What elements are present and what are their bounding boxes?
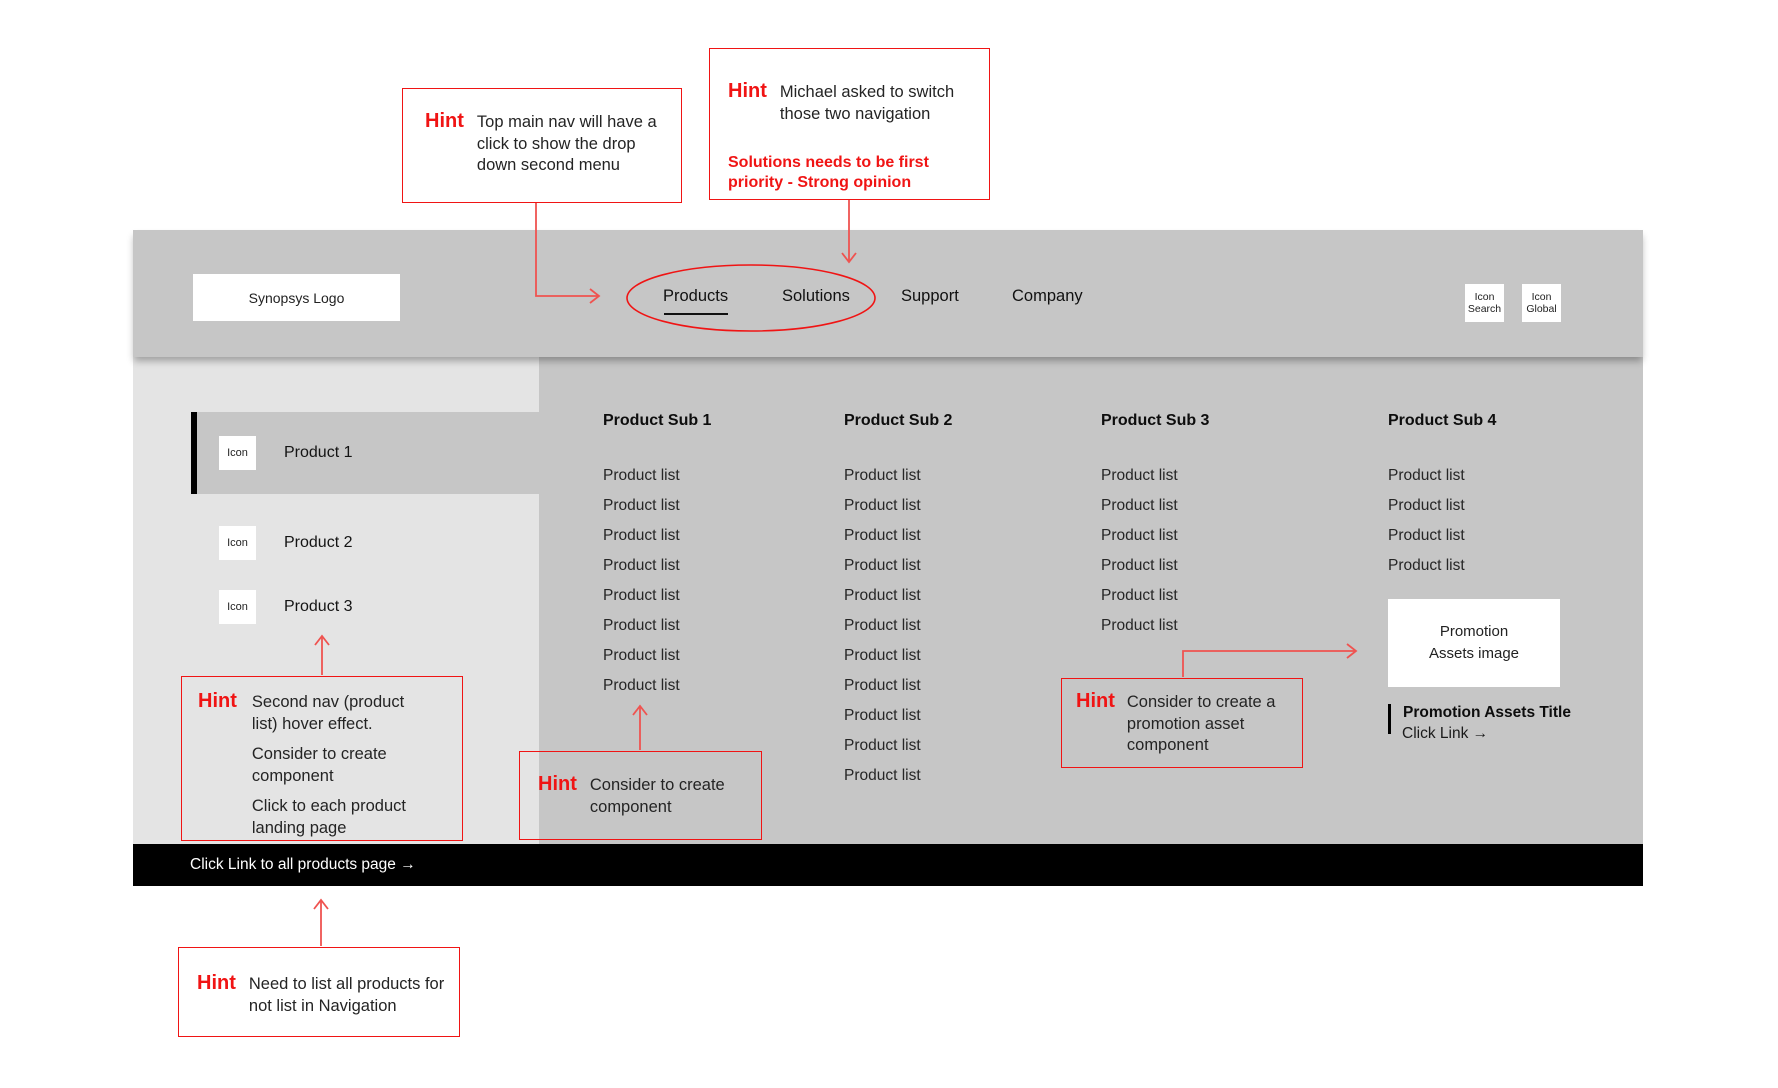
icon-label: Icon [1474,290,1495,303]
product-list-link[interactable]: Product list [844,707,921,724]
site-header: Synopsys Logo Products Solutions Support Co… [133,230,1643,357]
product-list-link[interactable]: Product list [844,527,921,544]
sidebar-item-product-1[interactable]: Icon Product 1 [191,412,539,494]
product-list-link[interactable]: Product list [844,677,921,694]
product-list-link[interactable]: Product list [1101,527,1178,544]
all-products-bar: Click Link to all products page → [133,844,1643,886]
icon-label: Icon [1531,290,1552,303]
hint-label: Hint [1076,690,1115,712]
product-list-link[interactable]: Product list [844,617,921,634]
sidebar-item-label: Product 1 [284,444,353,461]
hint-text: Second nav (product list) hover effect.C… [251,693,406,837]
all-products-link[interactable]: Click Link to all products page → [190,856,416,873]
product-list-link[interactable]: Product list [844,497,921,514]
icon-label: Global [1526,303,1557,315]
product-list-link[interactable]: Product list [844,737,921,754]
product-list-link[interactable]: Product list [1388,557,1465,574]
product-list-link[interactable]: Product list [1101,467,1178,484]
product-icon: Icon [219,526,256,560]
product-list-link[interactable]: Product list [1101,497,1178,514]
products-active-underline [664,313,728,315]
sidebar-item-label: Product 3 [284,598,353,615]
column-title: Product Sub 3 [1101,412,1210,429]
hint-label: Hint [425,110,464,132]
nav-item-support[interactable]: Support [901,287,959,305]
nav-item-solutions[interactable]: Solutions [782,287,850,305]
product-list-link[interactable]: Product list [844,467,921,484]
hint-label: Hint [728,80,767,102]
product-list-link[interactable]: Product list [1101,617,1178,634]
product-list-link[interactable]: Product list [603,557,680,574]
hint-box-switch-nav: Hint Michael asked to switch those two na… [709,48,990,200]
product-list-link[interactable]: Product list [1388,467,1465,484]
product-list-link[interactable]: Product list [603,467,680,484]
product-list-link[interactable]: Product list [603,617,680,634]
product-list-link[interactable]: Product list [603,587,680,604]
hint-label: Hint [197,972,236,994]
sidebar-item-product-3[interactable]: Icon Product 3 [191,590,539,624]
promotion-assets-title: Promotion Assets Title [1403,704,1571,721]
product-list-link[interactable]: Product list [1388,497,1465,514]
hint-box-top-nav: Hint Top main nav will have a click to sh… [402,88,682,203]
hint-box-create-component: Hint Consider to create component [519,751,762,840]
arrow-hint6-head [313,898,329,910]
promotion-assets-image-label: Promotion Assets image [1428,623,1520,662]
sidebar-item-label: Product 2 [284,534,353,551]
product-list-link[interactable]: Product list [1101,587,1178,604]
product-list-link[interactable]: Product list [844,647,921,664]
product-list-link[interactable]: Product list [603,527,680,544]
hint-text: Consider to create a promotion asset com… [1126,693,1276,754]
icon-label: Search [1467,303,1502,315]
hint-text: Consider to create component [589,776,725,816]
hint-text: Top main nav will have a click to show t… [476,113,657,174]
column-title: Product Sub 1 [603,412,712,429]
product-icon: Icon [219,436,256,470]
product-icon: Icon [219,590,256,624]
hint-label: Hint [538,773,577,795]
hint-box-all-products: Hint Need to list all products for not li… [178,947,460,1037]
promotion-title-bar [1388,704,1391,734]
product-list-link[interactable]: Product list [844,557,921,574]
promotion-click-link[interactable]: Click Link → [1402,725,1489,742]
promotion-assets-image[interactable]: Promotion Assets image [1388,599,1560,687]
product-list-link[interactable]: Product list [603,497,680,514]
synopsys-logo[interactable]: Synopsys Logo [193,274,400,321]
column-title: Product Sub 2 [844,412,953,429]
nav-item-products[interactable]: Products [663,287,729,305]
hint-box-hover-effect: Hint Second nav (product list) hover effe… [181,676,463,841]
hint-text: Michael asked to switch those two naviga… [779,83,955,123]
hint-text: Need to list all products for not list i… [248,975,445,1015]
product-list-link[interactable]: Product list [603,647,680,664]
nav-item-company[interactable]: Company [1012,287,1083,305]
product-list-link[interactable]: Product list [844,767,921,784]
sidebar-item-product-2[interactable]: Icon Product 2 [191,526,539,560]
main-nav: Products Solutions Support Company [133,230,1643,357]
column-title: Product Sub 4 [1388,412,1497,429]
product-list-link[interactable]: Product list [1388,527,1465,544]
hint-label: Hint [198,690,237,712]
product-list-link[interactable]: Product list [1101,557,1178,574]
product-list-link[interactable]: Product list [603,677,680,694]
hint-box-promo-component: Hint Consider to create a promotion asset… [1061,678,1303,768]
product-list-link[interactable]: Product list [844,587,921,604]
